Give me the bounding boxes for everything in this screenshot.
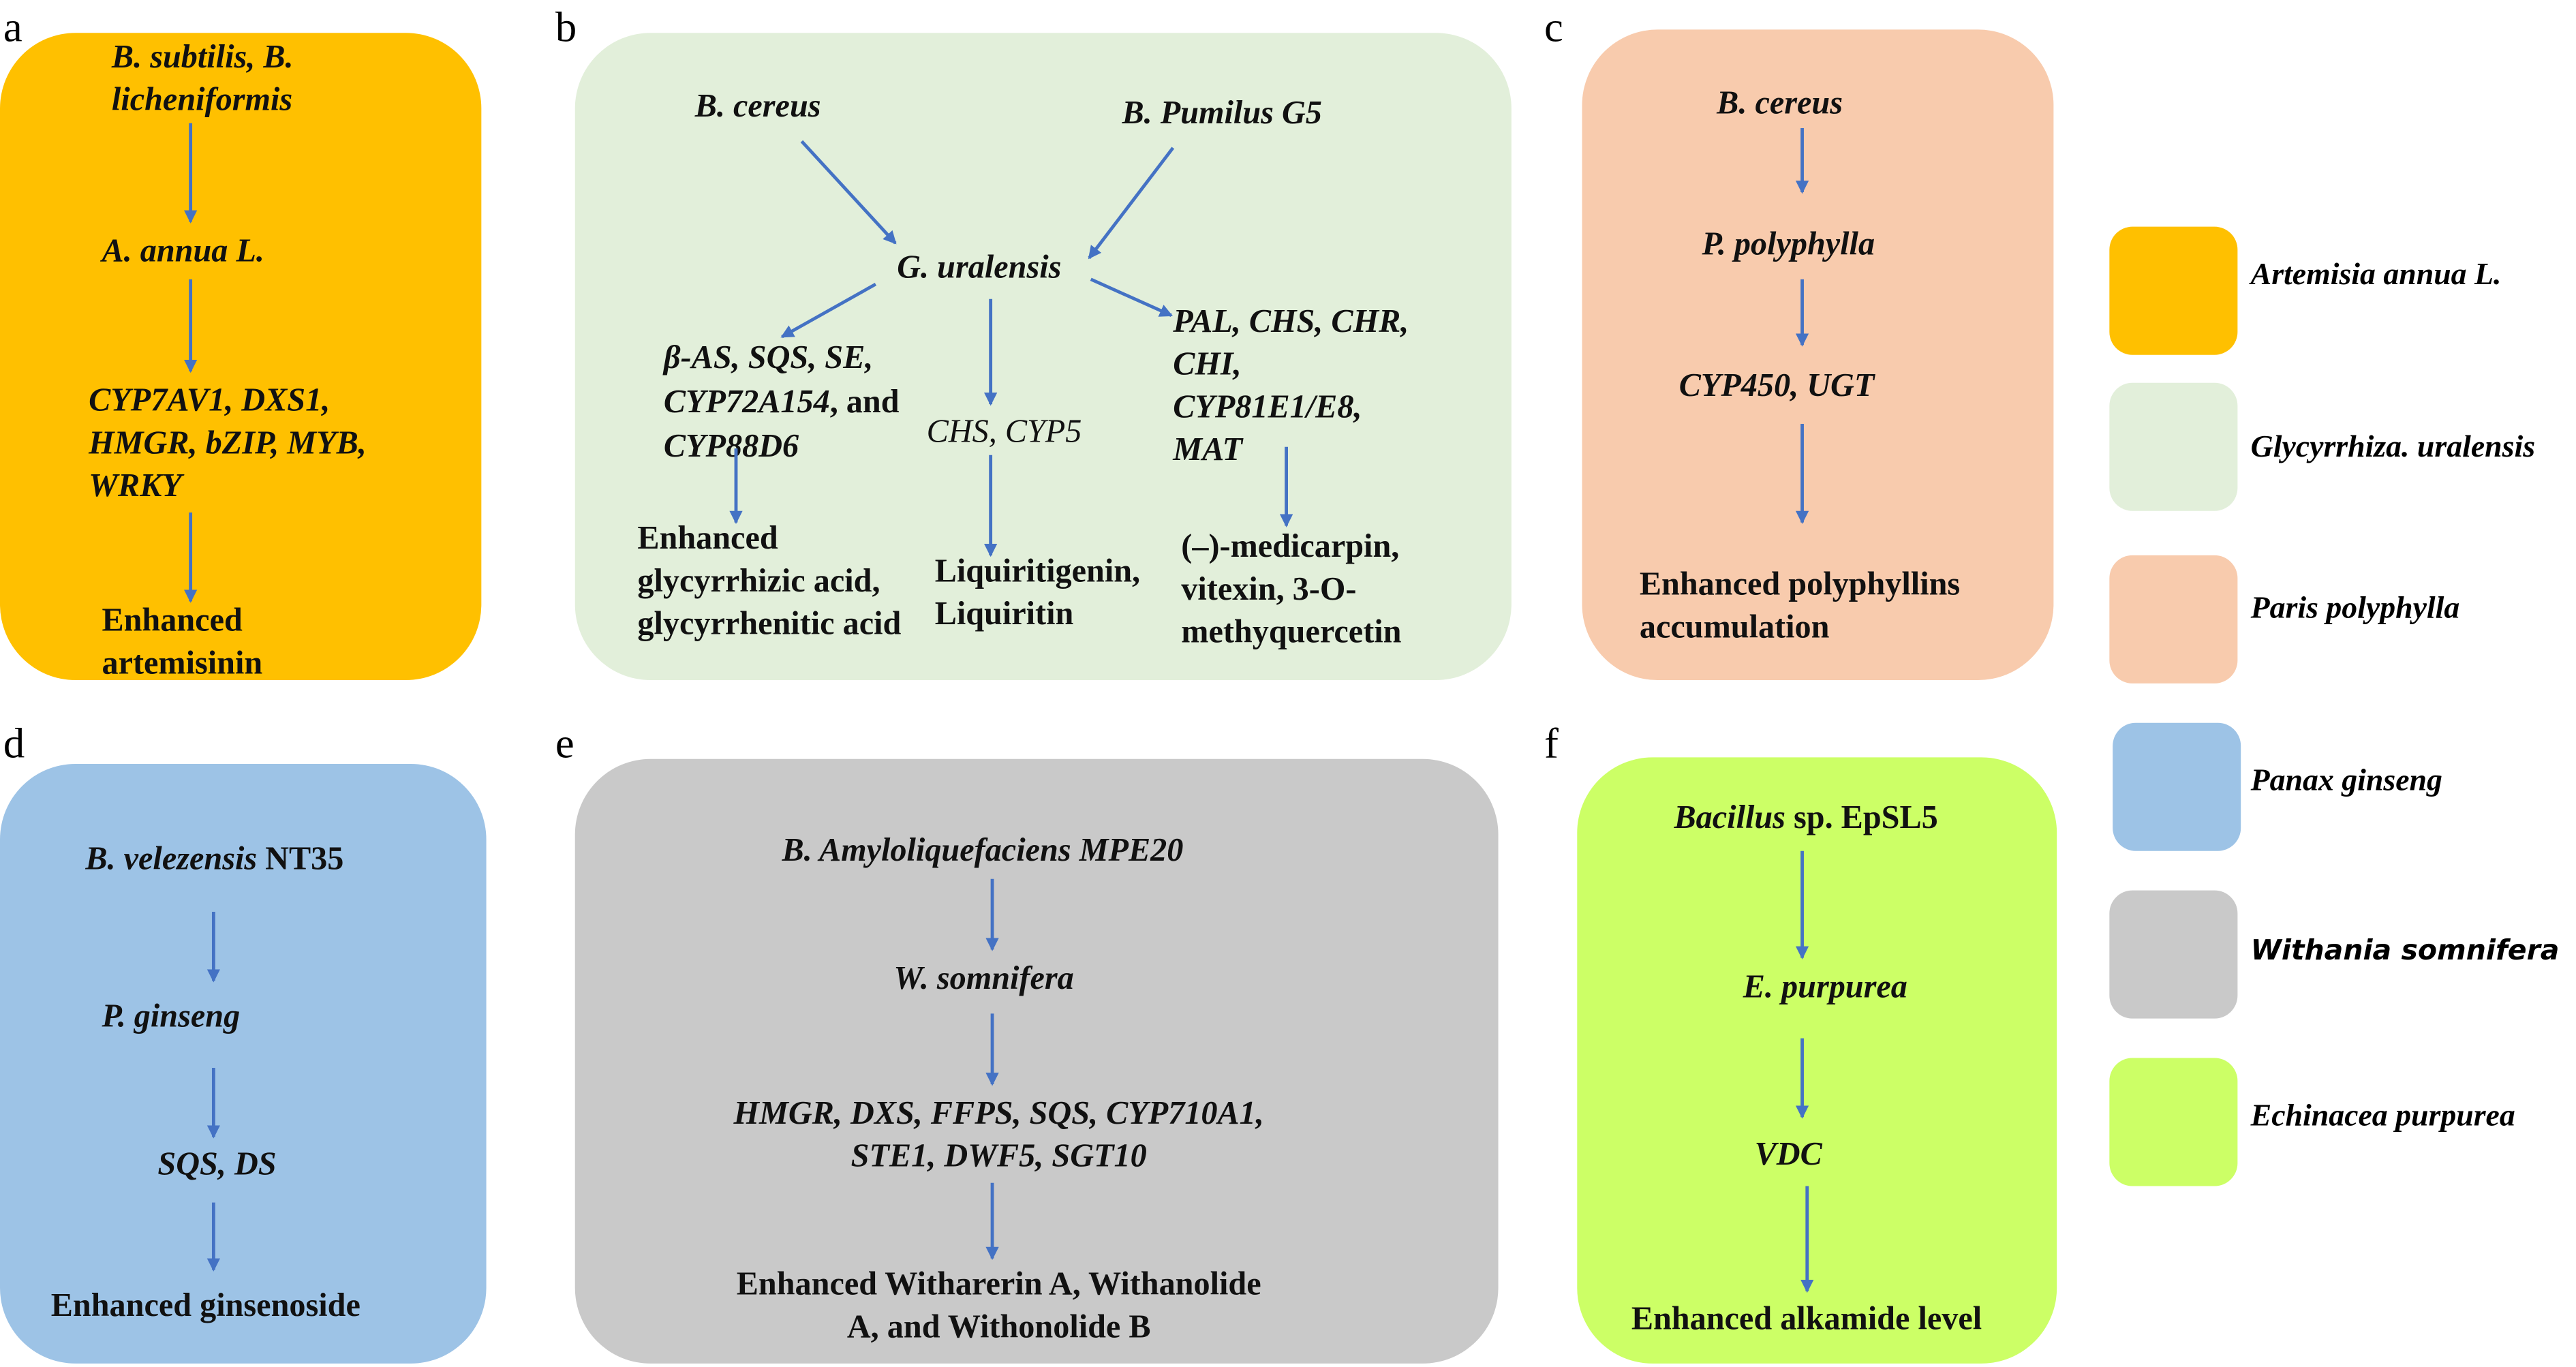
legend-label-withania: Withania somnifera	[2250, 934, 2560, 968]
arrow-icon	[800, 140, 897, 245]
legend-swatch-artemisia	[2109, 226, 2238, 355]
a-source: B. subtilis, B.licheniformis	[111, 39, 294, 119]
c-source: B. cereus	[1717, 85, 1843, 122]
arrow-icon	[780, 282, 877, 339]
legend-swatch-panax	[2113, 722, 2241, 851]
legend-label-paris: Paris polyphylla	[2250, 591, 2460, 626]
b-source-2: B. Pumilus G5	[1122, 95, 1322, 132]
legend-swatch-echinacea	[2109, 1058, 2238, 1186]
f-host: E. purpurea	[1743, 969, 1907, 1006]
d-product: Enhanced ginsenoside	[50, 1287, 361, 1325]
b-product-right: (–)-medicarpin,vitexin, 3-O-methyquercet…	[1181, 529, 1402, 651]
panel-label-d: d	[3, 719, 25, 767]
e-genes: HMGR, DXS, FFPS, SQS, CYP710A1,STE1, DWF…	[733, 1095, 1264, 1175]
b-source-1: B. cereus	[694, 89, 821, 125]
panel-b	[574, 33, 1512, 681]
d-source: B. velezensis NT35	[85, 841, 344, 878]
d-genes: SQS, DS	[157, 1146, 277, 1183]
panel-d	[0, 763, 487, 1364]
legend-label-echinacea: Echinacea purpurea	[2250, 1099, 2515, 1134]
legend-swatch-paris	[2109, 555, 2238, 684]
f-product: Enhanced alkamide level	[1631, 1301, 1982, 1338]
b-genes-right: PAL, CHS, CHR,CHI,CYP81E1/E8,MAT	[1173, 303, 1409, 469]
panel-label-c: c	[1544, 3, 1563, 51]
legend-label-glycyrrhiza: Glycyrrhiza. uralensis	[2250, 430, 2536, 465]
panel-e	[574, 758, 1499, 1364]
d-host: P. ginseng	[102, 998, 241, 1035]
legend-label-artemisia: Artemisia annua L.	[2250, 258, 2502, 293]
b-product-mid: Liquiritigenin,Liquiritin	[934, 553, 1141, 633]
a-genes: CYP7AV1, DXS1,HMGR, bZIP, MYB,WRKY	[89, 382, 367, 505]
panel-label-b: b	[555, 3, 577, 51]
arrow-icon	[1090, 277, 1174, 318]
f-source: Bacillus sp. EpSL5	[1674, 800, 1938, 837]
legend-swatch-glycyrrhiza	[2109, 382, 2238, 511]
f-genes: VDC	[1754, 1137, 1822, 1173]
b-host: G. uralensis	[897, 249, 1062, 286]
panel-label-a: a	[3, 3, 22, 51]
c-host: P. polyphylla	[1702, 226, 1875, 263]
panel-label-f: f	[1544, 719, 1559, 767]
b-genes-mid: CHS, CYP5	[926, 414, 1082, 450]
e-source: B. Amyloliquefaciens MPE20	[782, 833, 1184, 870]
arrow-icon	[1088, 147, 1175, 260]
panel-f	[1577, 757, 2057, 1364]
c-genes: CYP450, UGT	[1678, 367, 1875, 405]
panel-a	[0, 33, 482, 681]
legend-label-panax: Panax ginseng	[2250, 763, 2442, 799]
e-host: W. somnifera	[893, 961, 1074, 998]
legend-swatch-withania	[2109, 890, 2238, 1019]
panel-label-e: e	[555, 719, 574, 767]
a-host: A. annua L.	[102, 233, 264, 270]
panel-c	[1582, 29, 2054, 681]
